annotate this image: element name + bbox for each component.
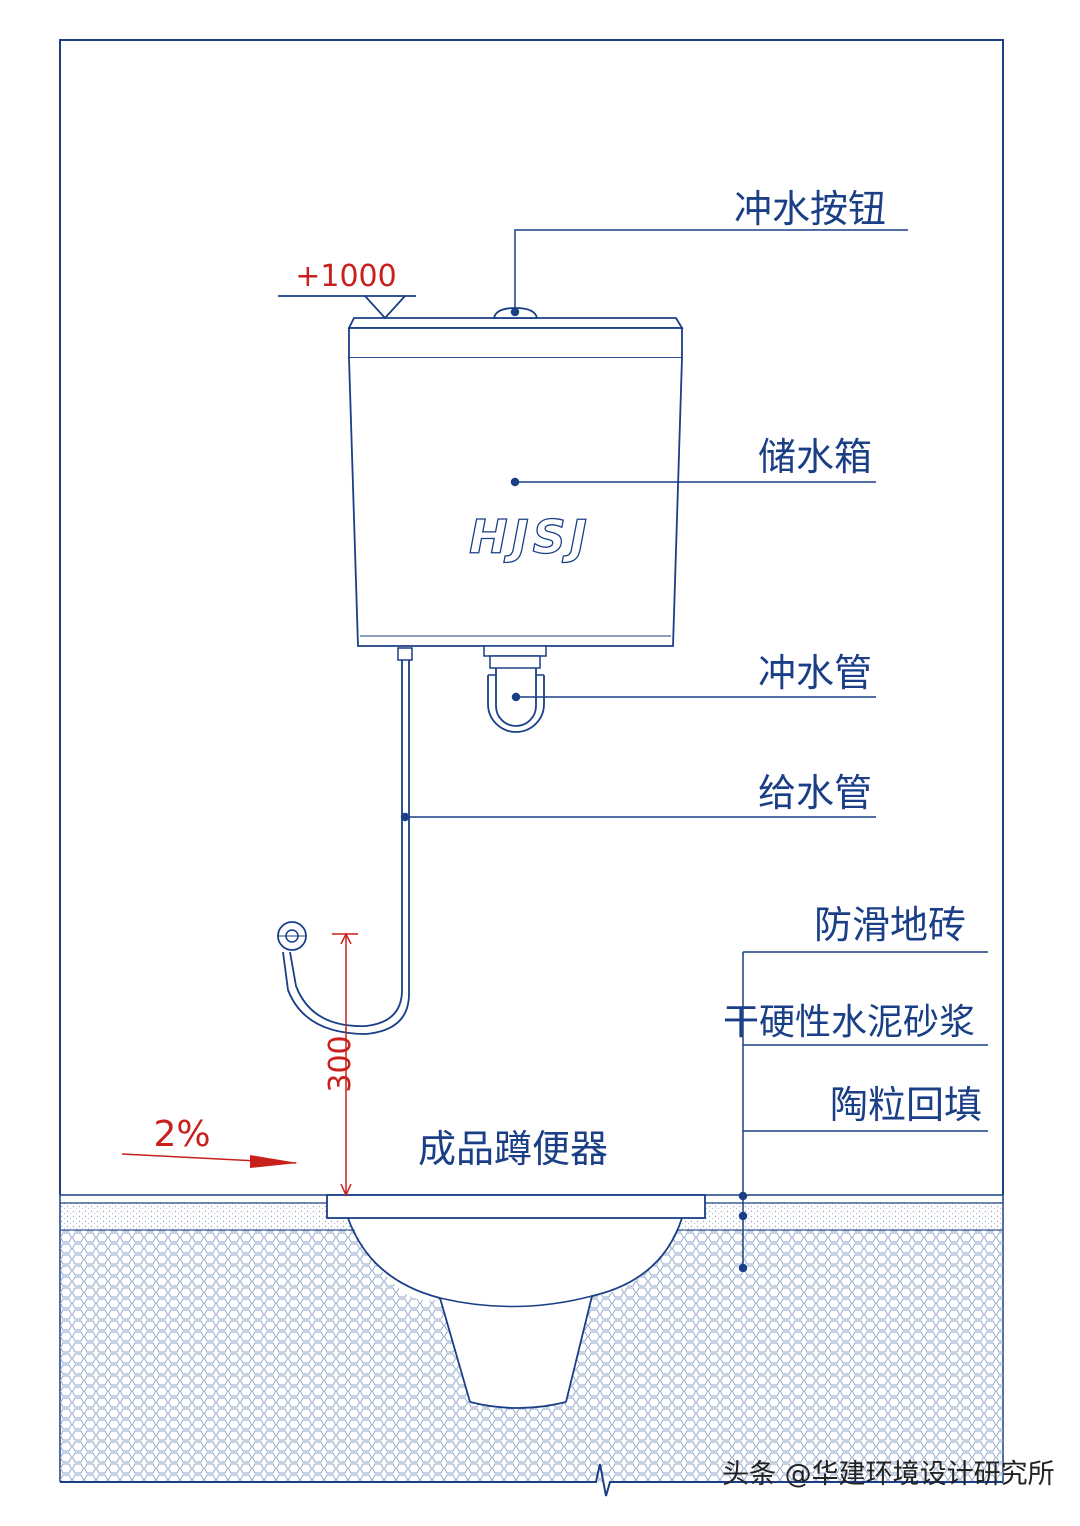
flush-button-label: 冲水按钮 [734,187,886,231]
leader-lines [400,229,988,1273]
water-supply-pipe [277,647,413,1035]
squat-toilet [326,1194,706,1409]
hjsj-logo: HJSJ [468,509,591,564]
height-300-label: 300 [323,1035,358,1092]
cement-mortar-label: 干硬性水泥砂浆 [723,1002,975,1043]
svg-text:HJSJ: HJSJ [469,510,591,564]
water-tank [347,317,684,647]
labels: 冲水按钮 储水箱 冲水管 给水管 防滑地砖 干硬性水泥砂浆 陶粒回填 成品蹲便器 [418,187,982,1171]
ceramsite-backfill-label: 陶粒回填 [830,1083,982,1127]
flush-pipe [483,645,547,733]
slope-arrow: 2% [121,1114,298,1168]
watermark: 头条 @华建环境设计研究所 [722,1459,1055,1490]
flush-button-leader [514,229,908,312]
squat-toilet-label: 成品蹲便器 [418,1127,608,1171]
tank-label: 储水箱 [758,435,872,479]
supply-pipe-label: 给水管 [758,771,872,815]
elevation-label: +1000 [295,259,396,294]
break-line [60,1463,1003,1497]
slope-label: 2% [153,1114,210,1155]
anti-slip-tile-label: 防滑地砖 [814,903,966,947]
flush-pipe-label: 冲水管 [758,651,872,695]
elevation-marker: +1000 [278,259,416,320]
dimension-300: 300 [323,932,358,1197]
